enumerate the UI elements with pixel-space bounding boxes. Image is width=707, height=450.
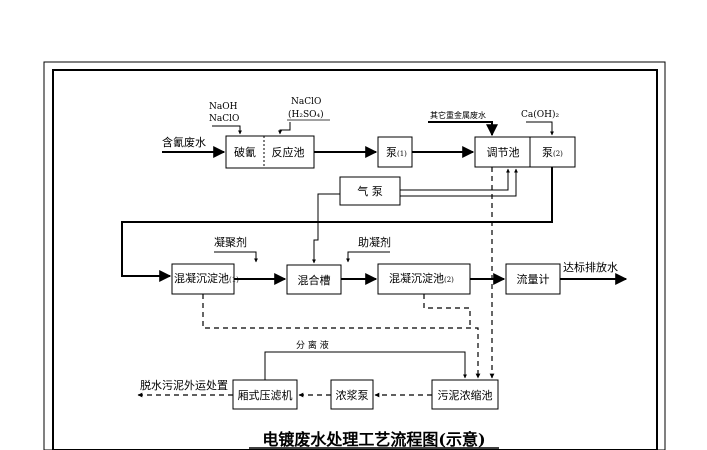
flocculant-dosing <box>346 251 390 263</box>
sed2-sludge-line <box>423 294 471 328</box>
separated-liquid-label: 分 离 液 <box>296 339 329 351</box>
sedimentation2-label: 混凝沉淀池(2) <box>389 271 454 285</box>
sedimentation1-box <box>171 263 235 295</box>
flocculant-label: 助凝剂 <box>358 235 391 249</box>
separated-liquid-line <box>264 351 467 380</box>
slurry-pump-box <box>330 379 374 410</box>
coagulant-label: 凝聚剂 <box>214 235 247 249</box>
diagram-title: 电镀废水处理工艺流程图(示意) <box>262 430 485 449</box>
sludge-thickener-box <box>431 379 499 410</box>
inner-frame <box>52 69 658 450</box>
filter-press-label: 厢式压滤机 <box>238 388 293 402</box>
other-heavy-metal-label: 其它重金属废水 <box>430 110 486 120</box>
equalization-pump2-box <box>474 136 576 168</box>
outer-frame <box>43 61 666 450</box>
equalization-tank-label: 调节池 <box>487 146 520 159</box>
h2so4-label: (H₂SO₄) <box>288 109 324 120</box>
sed1-sludge-line <box>202 294 481 379</box>
flow-meter-label: 流量计 <box>517 272 550 286</box>
cyanide-reaction-box <box>225 135 315 169</box>
air-to-equalization-2 <box>400 168 518 197</box>
mixing-tank-box <box>286 264 342 295</box>
coagulant-dosing <box>214 251 258 263</box>
air-to-equalization-1 <box>400 168 510 191</box>
caoh2-label: Ca(OH)₂ <box>521 109 560 120</box>
pump1-label: 泵(1) <box>386 146 407 159</box>
mixing-tank-label: 混合槽 <box>298 273 331 287</box>
air-pump-label: 气 泵 <box>357 184 383 198</box>
pump2-to-sedimentation1-line <box>121 167 553 282</box>
cyanide-breaking-label: 破氰 <box>234 145 256 159</box>
pump1-box <box>377 136 413 168</box>
cyanide-wastewater-label: 含氰废水 <box>162 135 206 149</box>
air-to-mixing <box>312 193 340 264</box>
sludge-thickener-label: 污泥浓缩池 <box>438 389 493 402</box>
other-wastewater-line <box>428 121 498 137</box>
pump2-label: 泵(2) <box>542 146 563 159</box>
naclo-label-2: NaClO <box>291 97 321 107</box>
naoh-naclo-dosing <box>212 125 242 135</box>
reaction-tank-label: 反应池 <box>272 145 305 159</box>
air-pump-box <box>339 176 401 206</box>
sludge-disposal-label: 脱水污泥外运处置 <box>140 378 228 392</box>
naclo-h2so4-dosing <box>278 122 291 135</box>
flow-meter-box <box>505 263 561 295</box>
naoh-label: NaOH <box>209 102 238 112</box>
discharge-label: 达标排放水 <box>563 260 618 274</box>
naclo-label-1: NaClO <box>209 114 239 124</box>
caoh2-dosing <box>526 121 554 136</box>
slurry-pump-label: 浓浆泵 <box>336 388 369 402</box>
